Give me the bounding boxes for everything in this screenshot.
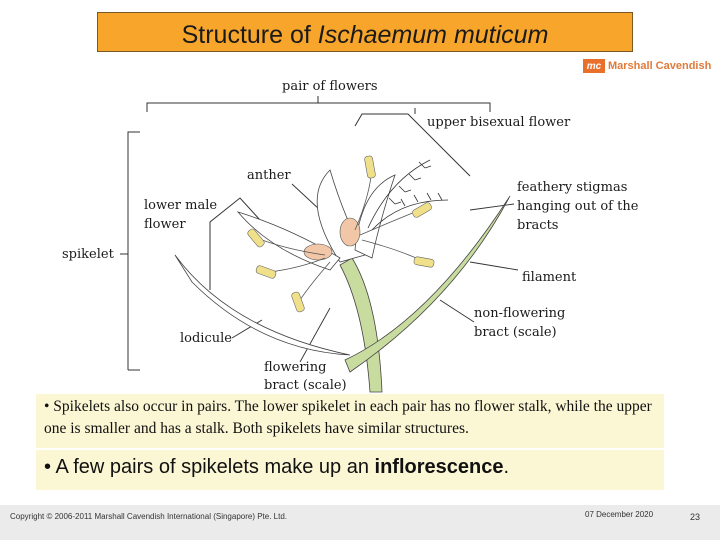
title-species: Ischaemum muticum xyxy=(317,21,549,49)
upper-lemma xyxy=(354,174,396,259)
footer-date: 07 December 2020 xyxy=(585,510,654,519)
spikelet-bracket xyxy=(127,131,140,371)
footer-copyright: Copyright © 2006-2011 Marshall Cavendish… xyxy=(10,512,288,521)
label-feathery-stigmas-3: bracts xyxy=(517,218,559,233)
label-lodicule: lodicule xyxy=(180,331,232,346)
flower-stalk xyxy=(339,257,383,393)
label-lower-male-flower-2: flower xyxy=(144,217,186,232)
stigma-pointer xyxy=(469,203,515,211)
label-feathery-stigmas-1: feathery stigmas xyxy=(517,180,628,195)
pair-of-flowers-bracket xyxy=(146,102,491,112)
label-feathery-stigmas-2: hanging out of the xyxy=(517,199,639,214)
anthers xyxy=(247,155,435,313)
upper-lodicule-shape xyxy=(339,217,361,247)
footer-page-number: 23 xyxy=(690,512,701,522)
label-non-flowering-bract-2: bract (scale) xyxy=(474,325,557,340)
feathery-stigmas xyxy=(367,159,449,231)
lodicule-shape xyxy=(303,243,333,261)
label-anther: anther xyxy=(247,168,291,183)
note-inflorescence-prefix: • A few pairs of spikelets make up an xyxy=(44,456,375,478)
flowering-bract xyxy=(174,254,351,356)
label-upper-bisexual-flower: upper bisexual flower xyxy=(427,115,571,130)
filament-pointer xyxy=(469,261,519,271)
logo-text: Marshall Cavendish xyxy=(608,60,712,72)
pointer-lines xyxy=(231,183,519,363)
non-flowering-pointer xyxy=(439,299,475,323)
label-flowering-bract-2: bract (scale) xyxy=(264,378,347,393)
footer-bar: Copyright © 2006-2011 Marshall Cavendish… xyxy=(0,505,720,540)
note-spikelets: • Spikelets also occur in pairs. The low… xyxy=(36,394,664,448)
label-spikelet: spikelet xyxy=(62,247,114,262)
label-lower-male-flower-1: lower male xyxy=(144,198,218,213)
title-banner: Structure of Ischaemum muticum xyxy=(97,12,633,52)
logo-mark-icon: mc xyxy=(583,59,605,73)
note-inflorescence-suffix: . xyxy=(503,456,510,478)
label-filament: filament xyxy=(522,270,577,285)
note-inflorescence-term: inflorescence xyxy=(374,456,504,478)
label-brackets xyxy=(120,96,491,371)
note-inflorescence: • A few pairs of spikelets make up an in… xyxy=(36,450,664,490)
publisher-logo: mc Marshall Cavendish xyxy=(583,59,711,73)
non-flowering-bract xyxy=(344,195,511,373)
anther-pointer xyxy=(291,183,321,211)
label-non-flowering-bract-1: non-flowering xyxy=(474,306,566,321)
label-flowering-bract-1: flowering xyxy=(264,360,327,375)
flowering-bract-pointer xyxy=(299,307,331,363)
label-pair-of-flowers: pair of flowers xyxy=(282,79,378,94)
lower-flower-bracket xyxy=(209,197,261,290)
title-prefix: Structure of xyxy=(181,21,311,49)
upper-flower-bracket xyxy=(354,113,471,177)
